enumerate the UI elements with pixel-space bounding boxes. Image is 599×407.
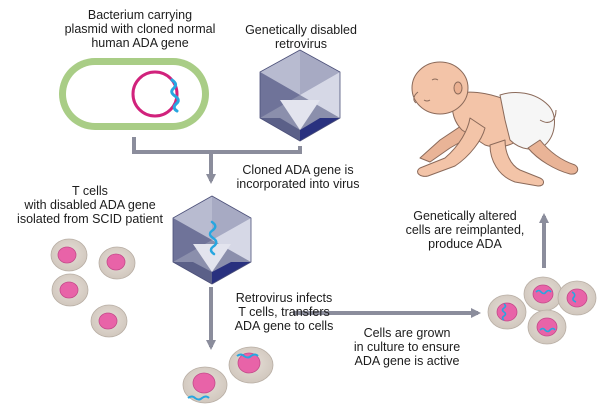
label-reimplanted-line-2: cells are reimplanted, xyxy=(405,223,525,237)
label-retrovirus-line-2: retrovirus xyxy=(274,37,328,51)
label-reimplanted: Genetically altered cells are reimplante… xyxy=(390,209,540,251)
label-t-cells-line-1: T cells xyxy=(72,184,108,198)
patient-t-cells xyxy=(50,238,136,338)
label-bacterium-line-1: Bacterium carrying xyxy=(87,8,193,22)
label-incorporated: Cloned ADA gene is incorporated into vir… xyxy=(228,163,368,191)
label-infects-line-1: Retrovirus infects xyxy=(235,291,333,305)
label-t-cells: T cells with disabled ADA gene isolated … xyxy=(6,184,174,226)
bacterium xyxy=(59,58,209,130)
plasmid xyxy=(131,70,180,118)
label-incorporated-line-2: incorporated into virus xyxy=(236,177,360,191)
label-bacterium-line-3: human ADA gene xyxy=(91,36,189,50)
recombinant-virus xyxy=(172,195,252,285)
label-t-cells-line-3: isolated from SCID patient xyxy=(17,212,163,226)
merge-arrow xyxy=(132,137,302,184)
label-retrovirus-line-1: Genetically disabled xyxy=(245,23,357,37)
infected-t-cells xyxy=(182,346,274,404)
label-reimplanted-line-1: Genetically altered xyxy=(413,209,517,223)
retrovirus xyxy=(259,49,341,142)
label-culture-line-2: in culture to ensure xyxy=(353,340,461,354)
baby-illustration xyxy=(411,61,579,187)
label-bacterium-line-2: plasmid with cloned normal xyxy=(64,22,216,36)
label-culture: Cells are grown in culture to ensure ADA… xyxy=(337,326,477,368)
label-infects-line-2: T cells, transfers xyxy=(238,305,330,319)
label-bacterium: Bacterium carrying plasmid with cloned n… xyxy=(55,8,225,50)
label-infects: Retrovirus infects T cells, transfers AD… xyxy=(224,291,344,333)
label-retrovirus: Genetically disabled retrovirus xyxy=(236,23,366,51)
label-culture-line-3: ADA gene is active xyxy=(354,354,460,368)
label-reimplanted-line-3: produce ADA xyxy=(428,237,502,251)
label-t-cells-line-2: with disabled ADA gene xyxy=(24,198,156,212)
label-incorporated-line-1: Cloned ADA gene is xyxy=(242,163,354,177)
label-culture-line-1: Cells are grown xyxy=(363,326,451,340)
cultured-cells xyxy=(487,276,597,345)
label-infects-line-3: ADA gene to cells xyxy=(234,319,334,333)
